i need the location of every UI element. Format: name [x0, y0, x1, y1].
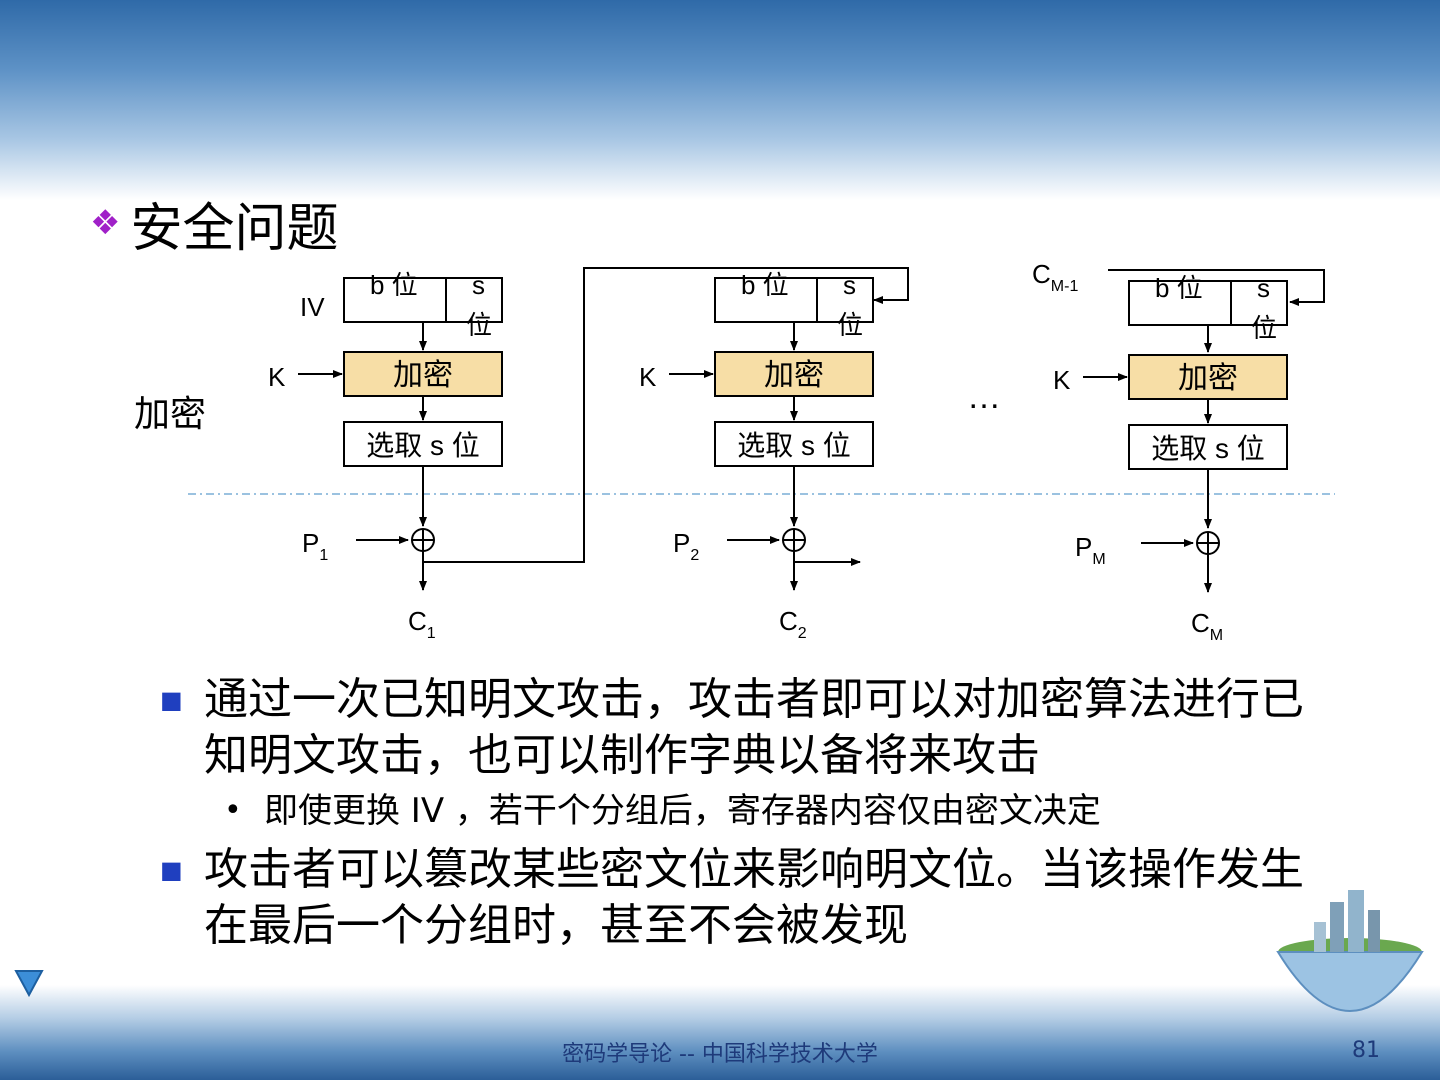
shift-register — [1128, 280, 1288, 326]
register-s-label-2: 位 — [837, 310, 863, 340]
page-number: 81 — [1352, 1038, 1380, 1063]
bullet-item-1: ■ 通过一次已知明文攻击，攻击者即可以对加密算法进行已知明文攻击，也可以制作字典… — [160, 672, 1330, 784]
iv-label: IV — [300, 292, 325, 322]
bullet-text: 通过一次已知明文攻击，攻击者即可以对加密算法进行已知明文攻击，也可以制作字典以备… — [204, 674, 1304, 781]
register-b-label: b 位 — [1155, 273, 1203, 303]
footer-text: 密码学导论 -- 中国科学技术大学 — [562, 1042, 878, 1067]
shift-register — [343, 277, 503, 323]
register-s-label-2: 位 — [466, 310, 492, 340]
key-label: K — [639, 362, 657, 392]
cfb-diagram: 加密 IV b 位 s 位 K 加密 选取 s 位 P1 C1 b 位 — [134, 259, 1335, 644]
header-background — [0, 0, 1440, 200]
register-s-label: s — [1257, 273, 1270, 303]
encrypt-box — [1128, 354, 1288, 400]
dot-bullet-icon: • — [224, 793, 242, 828]
key-label: K — [268, 362, 286, 392]
square-bullet-icon: ■ — [160, 686, 183, 714]
xor-icon — [411, 528, 435, 552]
ciphertext-label: C2 — [779, 606, 807, 642]
feedback-line-3 — [1108, 269, 1325, 306]
select-box-label: 选取 s 位 — [737, 430, 851, 461]
encrypt-box — [343, 351, 503, 397]
select-box — [1128, 424, 1288, 470]
ciphertext-label: CM — [1191, 608, 1223, 644]
bullet-item-2: ■ 攻击者可以篡改某些密文位来影响明文位。当该操作发生在最后一个分组时，甚至不会… — [160, 842, 1330, 954]
select-box — [714, 421, 874, 467]
sub-bullet-item: • 即使更换 IV ，若干个分组后，寄存器内容仅由密文决定 — [224, 788, 1330, 834]
select-box-label: 选取 s 位 — [1151, 433, 1265, 464]
square-bullet-icon: ■ — [160, 856, 183, 884]
bullet-text: 攻击者可以篡改某些密文位来影响明文位。当该操作发生在最后一个分组时，甚至不会被发… — [204, 844, 1304, 951]
xor-icon — [782, 528, 806, 552]
plaintext-label: PM — [1075, 532, 1106, 568]
encrypt-box-label: 加密 — [764, 359, 824, 392]
ellipsis: … — [967, 378, 1001, 416]
block-3: CM-1 b 位 s 位 K 加密 选取 s 位 PM CM — [1032, 259, 1325, 644]
register-s-label-2: 位 — [1251, 313, 1277, 343]
key-label: K — [1053, 365, 1071, 395]
prev-cipher-label: CM-1 — [1032, 259, 1078, 295]
encrypt-box-label: 加密 — [1178, 362, 1238, 395]
encrypt-side-label: 加密 — [134, 393, 206, 434]
slide-title-text: 安全问题 — [130, 198, 339, 259]
xor-icon — [1196, 531, 1220, 555]
register-s-label: s — [472, 270, 485, 300]
sub-bullet-text: 即使更换 IV ，若干个分组后，寄存器内容仅由密文决定 — [264, 791, 1101, 831]
plaintext-label: P1 — [302, 528, 328, 564]
footer-background — [0, 985, 1440, 1080]
block-1: IV b 位 s 位 K 加密 选取 s 位 P1 C1 — [268, 270, 503, 642]
register-b-label: b 位 — [370, 270, 418, 300]
bullet-list: ■ 通过一次已知明文攻击，攻击者即可以对加密算法进行已知明文攻击，也可以制作字典… — [160, 672, 1330, 958]
block-2: b 位 s 位 K 加密 选取 s 位 P2 C2 — [639, 270, 874, 642]
ciphertext-label: C1 — [408, 606, 436, 642]
feedback-line-1 — [423, 267, 909, 563]
encrypt-box-label: 加密 — [393, 359, 453, 392]
nav-down-triangle-icon[interactable] — [14, 968, 44, 998]
register-b-label: b 位 — [741, 270, 789, 300]
plaintext-label: P2 — [673, 528, 699, 564]
diamond-bullet-icon: ❖ — [90, 203, 121, 243]
slide-title: ❖ 安全问题 — [90, 188, 339, 259]
select-box-label: 选取 s 位 — [366, 430, 480, 461]
globe-city-icon — [1276, 890, 1424, 1012]
encrypt-box — [714, 351, 874, 397]
register-s-label: s — [843, 270, 856, 300]
